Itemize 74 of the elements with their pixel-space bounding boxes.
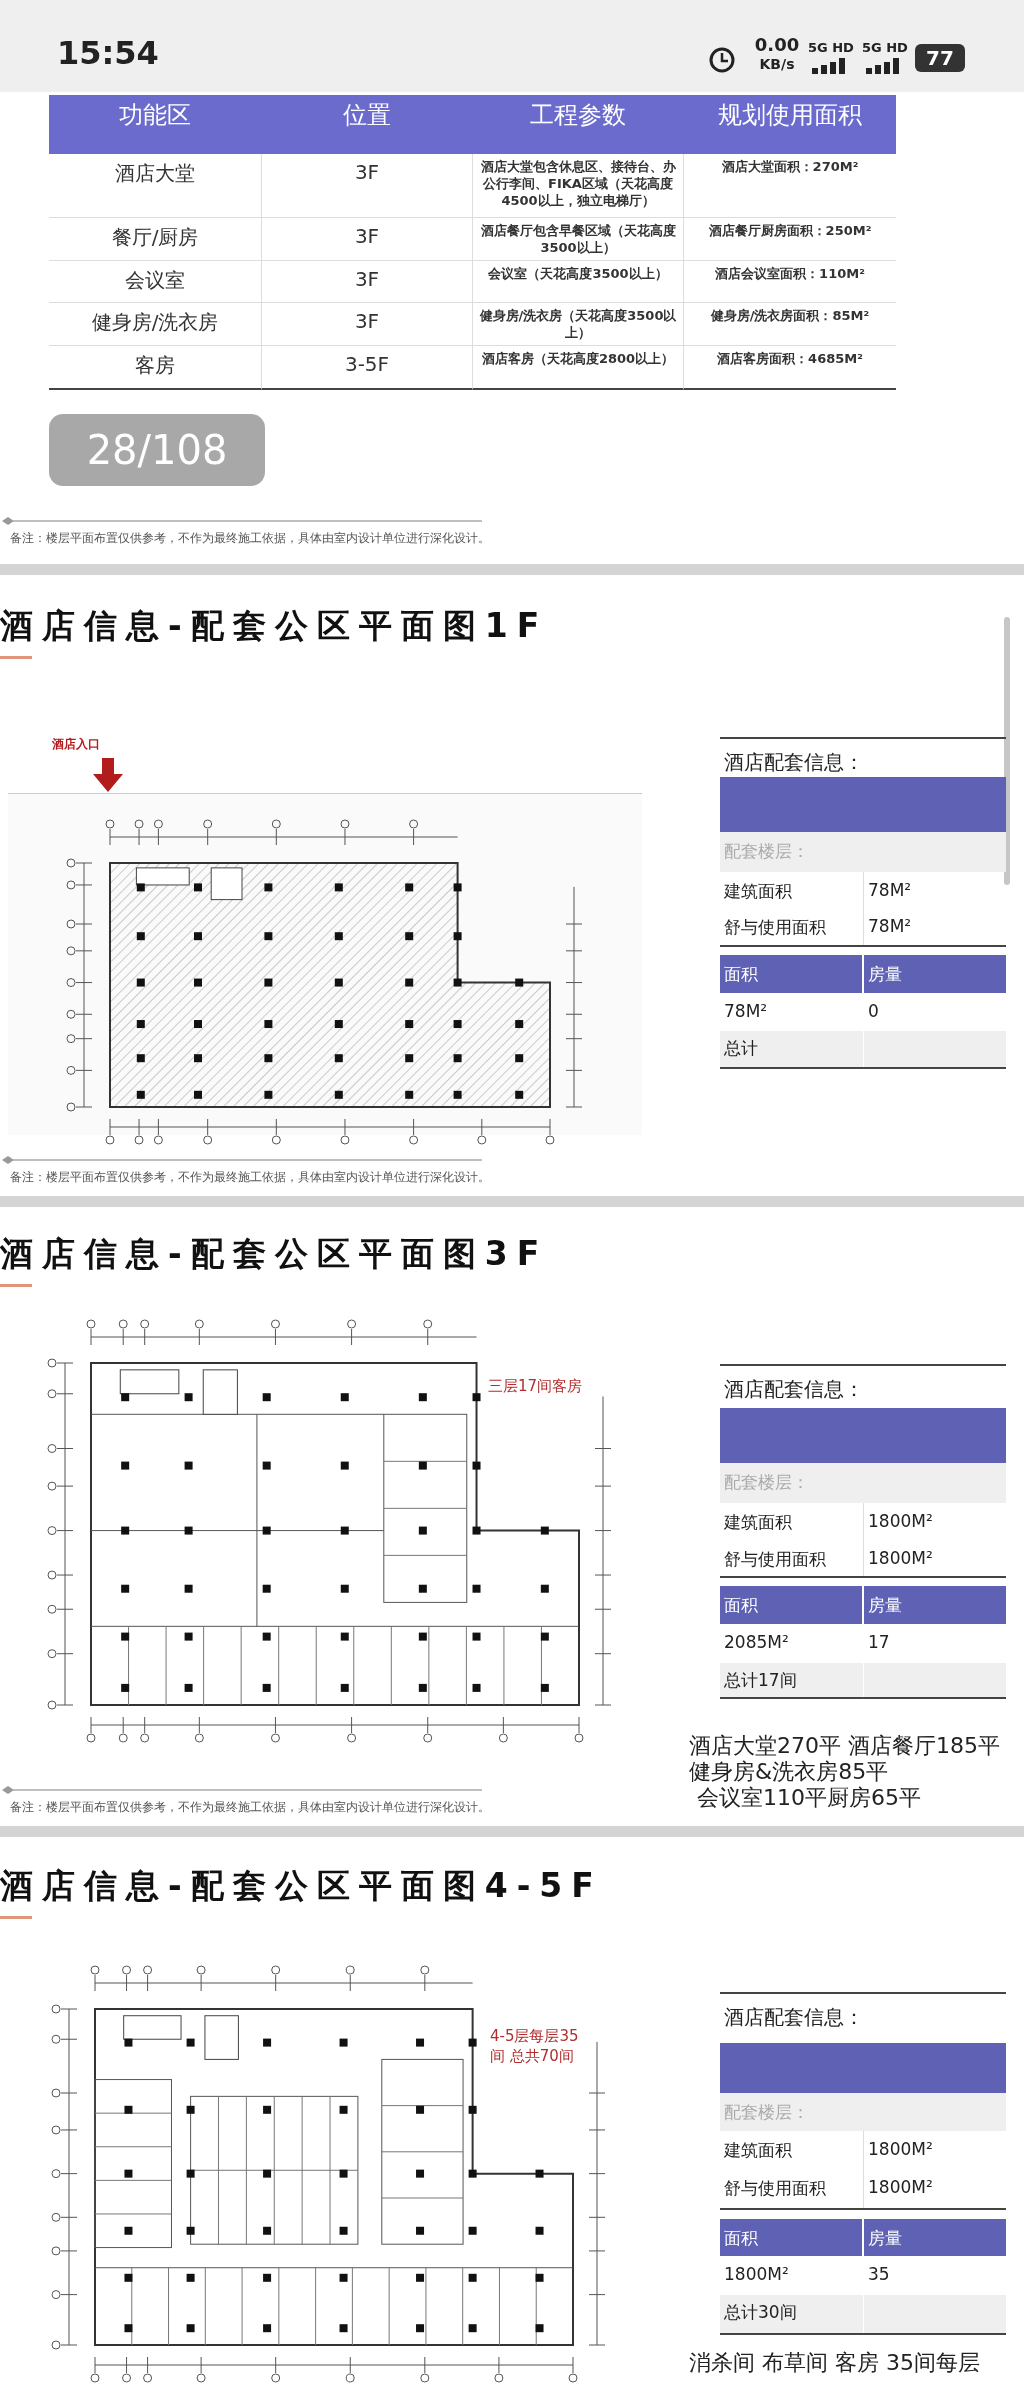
- table-cell: 配套楼层：: [720, 2093, 1006, 2131]
- table-cell: 3F: [261, 303, 472, 346]
- table-cell: 酒店客房（天花高度2800以上）: [472, 346, 683, 390]
- table-cell: 餐厅/厨房: [49, 218, 261, 261]
- header-cell: 面积: [720, 2219, 862, 2256]
- annotation-note: 三层17间客房: [488, 1377, 583, 1396]
- table-cell-text: 78M²: [867, 879, 913, 902]
- header-cell: 规划使用面积: [683, 95, 896, 154]
- table-cell: 会议室: [49, 261, 261, 303]
- table-cell: 客房: [49, 346, 261, 390]
- table-cell-text: 35: [867, 2263, 891, 2286]
- panel-heading: 酒店配套信息：: [724, 1376, 864, 1403]
- table-cell: 酒店大堂面积：270M²: [683, 154, 896, 218]
- panel-heading: 酒店配套信息：: [724, 749, 864, 776]
- annotation-note: 4-5层每层35间 总共70间: [490, 2026, 580, 2066]
- table-cell: 健身房/洗衣房: [49, 303, 261, 346]
- table-cell: 建筑面积: [720, 2131, 864, 2169]
- table-cell: 酒店大堂包含休息区、接待台、办公行李间、FIKA区域（天花高度4500以上，独立电梯厅）: [472, 154, 683, 218]
- table-cell: 总计17间: [720, 1663, 864, 1697]
- table-cell: 配套楼层：: [720, 1463, 1006, 1503]
- table-cell-text: 1800M²: [867, 1510, 934, 1533]
- entrance-label: 酒店入口: [52, 736, 100, 753]
- header-cell: 房量: [864, 1586, 1006, 1624]
- table-cell: 3F: [261, 154, 472, 218]
- header-cell: 面积: [720, 1586, 862, 1624]
- table-cell: 酒店餐厅包含早餐区域（天花高度3500以上）: [472, 218, 683, 261]
- table-cell: 3-5F: [261, 346, 472, 390]
- table-cell: 总计30间: [720, 2295, 864, 2333]
- table-cell: 3F: [261, 261, 472, 303]
- header-cell: 功能区: [49, 95, 261, 154]
- table-cell-text: 78M²: [723, 1000, 769, 1023]
- slide-title: 酒店信息-配套公区平面图3F: [0, 1233, 549, 1275]
- slide-title: 酒店信息-配套公区平面图4-5F: [0, 1865, 603, 1907]
- table-cell: 酒店客房面积：4685M²: [683, 346, 896, 390]
- table-cell: 健身房/洗衣房（天花高度3500以上）: [472, 303, 683, 346]
- table-cell-text: 2085M²: [723, 1631, 790, 1654]
- footnote: 备注：楼层平面布置仅供参考，不作为最终施工依据，具体由室内设计单位进行深化设计。: [10, 531, 490, 546]
- summary-note: 健身房&洗衣房85平: [689, 1758, 889, 1786]
- panel-heading: 酒店配套信息：: [724, 2004, 864, 2031]
- table-cell: 总计: [720, 1031, 864, 1067]
- table-cell-text: 0: [867, 1000, 880, 1023]
- clock-time: 15:54: [57, 34, 159, 72]
- table-cell-text: 1800M²: [723, 2263, 790, 2286]
- header-cell: 工程参数: [472, 95, 683, 154]
- network-speed-unit: KB/s: [758, 56, 796, 72]
- table-cell: 3F: [261, 218, 472, 261]
- table-cell: 酒店餐厅厨房面积：250M²: [683, 218, 896, 261]
- battery-indicator: 77: [915, 44, 965, 72]
- signal-label: 5G HD: [808, 40, 854, 55]
- signal-label: 5G HD: [862, 40, 908, 55]
- slide-title: 酒店信息-配套公区平面图1F: [0, 605, 549, 647]
- page-counter: 28/108: [49, 414, 265, 486]
- footnote: 备注：楼层平面布置仅供参考，不作为最终施工依据，具体由室内设计单位进行深化设计。: [10, 1800, 490, 1815]
- header-cell: 面积: [720, 955, 862, 993]
- table-cell: 建筑面积: [720, 872, 864, 908]
- summary-note: 酒店大堂270平 酒店餐厅185平: [689, 1732, 1000, 1760]
- table-cell: 健身房/洗衣房面积：85M²: [683, 303, 896, 346]
- header-cell: 房量: [864, 2219, 1006, 2256]
- network-speed: 0.00: [753, 36, 801, 54]
- table-cell: 会议室（天花高度3500以上）: [472, 261, 683, 303]
- table-cell-text: 78M²: [867, 915, 913, 938]
- summary-note: 会议室110平厨房65平: [697, 1784, 921, 1812]
- table-cell-text: 17: [867, 1631, 891, 1654]
- header-cell: 位置: [261, 95, 472, 154]
- table-cell: 酒店会议室面积：110M²: [683, 261, 896, 303]
- summary-note: 消杀间 布草间 客房 35间每层: [689, 2349, 980, 2377]
- table-cell-text: 1800M²: [867, 1547, 934, 1570]
- table-cell-text: 1800M²: [867, 2176, 934, 2199]
- table-cell-text: 1800M²: [867, 2138, 934, 2161]
- footnote: 备注：楼层平面布置仅供参考，不作为最终施工依据，具体由室内设计单位进行深化设计。: [10, 1170, 490, 1185]
- table-cell: 配套楼层：: [720, 832, 1006, 872]
- table-cell: 酒店大堂: [49, 154, 261, 218]
- header-cell: 房量: [864, 955, 1006, 993]
- table-cell: 建筑面积: [720, 1503, 864, 1540]
